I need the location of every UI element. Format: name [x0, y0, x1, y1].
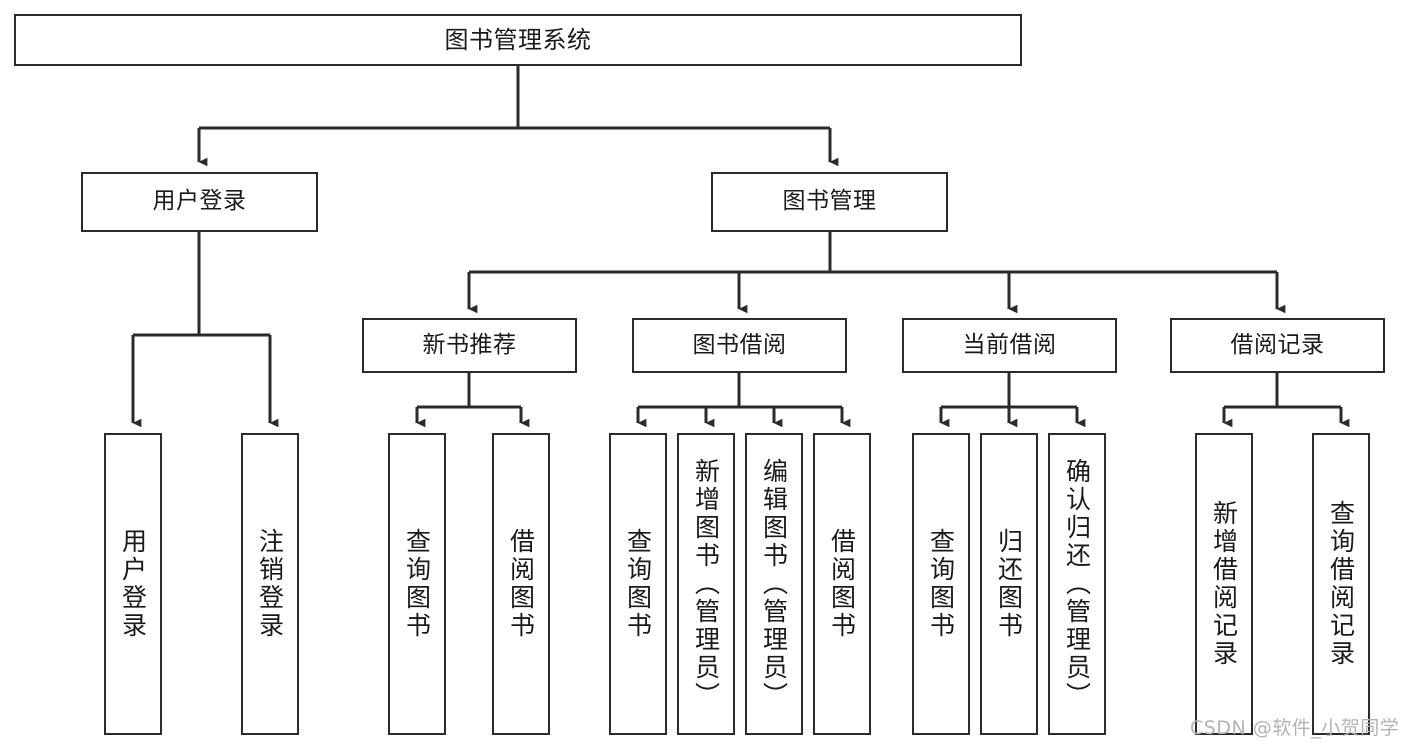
node-label: 用户登录	[118, 528, 148, 640]
node-label: 注销登录	[255, 528, 285, 640]
leaf-query-book-new[interactable]: 查询图书	[388, 433, 446, 735]
leaf-query-borrow-record[interactable]: 查询借阅记录	[1312, 433, 1370, 735]
leaf-return-book[interactable]: 归还图书	[980, 433, 1038, 735]
node-current-borrowing[interactable]: 当前借阅	[902, 318, 1117, 373]
node-label: 新增图书（管理员）	[691, 458, 721, 710]
node-label: 确认归还（管理员）	[1062, 458, 1092, 710]
node-label: 图书借阅	[692, 331, 787, 358]
csdn-watermark: CSDN @软件_小贺同学	[1190, 717, 1400, 739]
node-label: 用户登录	[152, 188, 247, 215]
node-label: 图书管理	[782, 188, 877, 215]
node-new-book-recommendation[interactable]: 新书推荐	[362, 318, 577, 373]
node-label: 归还图书	[994, 528, 1024, 640]
node-label: 借阅图书	[506, 528, 536, 640]
node-label: 查询借阅记录	[1326, 500, 1356, 668]
leaf-user-login[interactable]: 用户登录	[104, 433, 162, 735]
leaf-query-book-current[interactable]: 查询图书	[912, 433, 970, 735]
node-label: 新增借阅记录	[1209, 500, 1239, 668]
leaf-logout[interactable]: 注销登录	[241, 433, 299, 735]
leaf-query-book[interactable]: 查询图书	[609, 433, 667, 735]
node-user-login[interactable]: 用户登录	[81, 172, 318, 232]
node-label: 借阅记录	[1230, 331, 1325, 358]
node-label: 当前借阅	[962, 331, 1057, 358]
leaf-borrow-book[interactable]: 借阅图书	[813, 433, 871, 735]
node-book-management[interactable]: 图书管理	[711, 172, 948, 232]
leaf-borrow-book-new[interactable]: 借阅图书	[492, 433, 550, 735]
node-label: 查询图书	[623, 528, 653, 640]
node-root-book-management-system[interactable]: 图书管理系统	[14, 14, 1022, 66]
leaf-edit-book-admin[interactable]: 编辑图书（管理员）	[745, 433, 803, 735]
node-label: 查询图书	[926, 528, 956, 640]
node-label: 借阅图书	[827, 528, 857, 640]
node-label: 图书管理系统	[444, 25, 592, 54]
node-label: 查询图书	[402, 528, 432, 640]
node-borrowing-record[interactable]: 借阅记录	[1170, 318, 1385, 373]
node-label: 编辑图书（管理员）	[759, 458, 789, 710]
node-book-borrowing[interactable]: 图书借阅	[632, 318, 847, 373]
leaf-add-book-admin[interactable]: 新增图书（管理员）	[677, 433, 735, 735]
leaf-add-borrow-record[interactable]: 新增借阅记录	[1195, 433, 1253, 735]
leaf-confirm-return-admin[interactable]: 确认归还（管理员）	[1048, 433, 1106, 735]
node-label: 新书推荐	[422, 331, 517, 358]
